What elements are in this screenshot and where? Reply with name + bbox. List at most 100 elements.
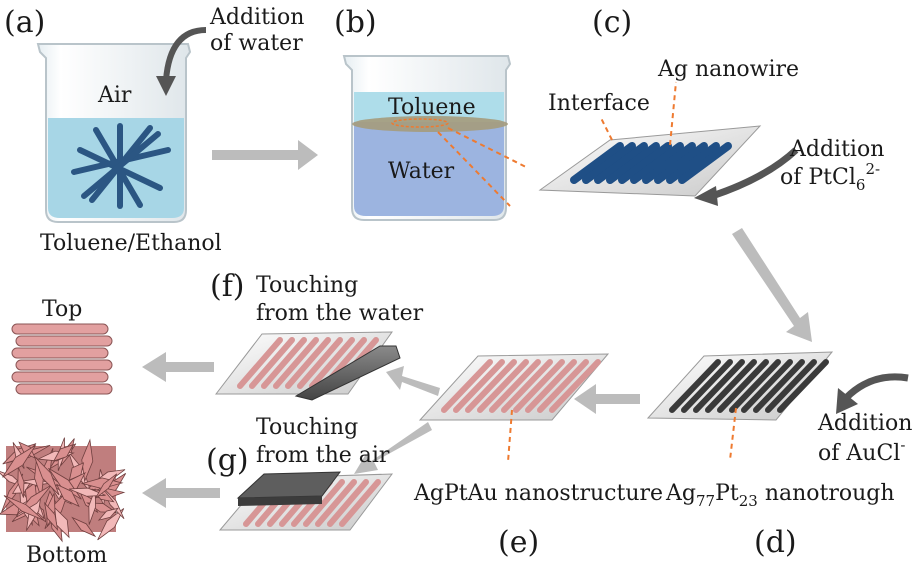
nanotrough-array: [669, 359, 829, 413]
addition-pt-sup: 2-: [865, 160, 880, 178]
agptau-wire: [501, 359, 553, 413]
interface-disk: [352, 116, 508, 132]
top-label: Top: [42, 297, 82, 322]
agptau-wire: [441, 359, 493, 413]
spike: [56, 483, 80, 508]
beaker-b: [342, 55, 512, 221]
curved-arrow-head: [694, 186, 718, 206]
top-wire: [11, 371, 109, 383]
agptau-wire: [303, 479, 345, 527]
spike: [71, 516, 97, 538]
stamp-block-icon: [294, 345, 401, 401]
nanotrough-wire: [717, 359, 769, 413]
nanotrough-suffix: nanotrough: [758, 481, 895, 506]
nanotrough-wire: [741, 359, 793, 413]
nanotrough-wire: [753, 359, 805, 413]
dashed-pointer-icon: [669, 81, 677, 146]
flow-arrow-icon: [732, 228, 812, 342]
ag-nanowire: [606, 142, 660, 184]
nanotrough-pt: Pt: [715, 481, 739, 506]
curved-arrow-icon: [710, 147, 799, 200]
spike: [68, 487, 106, 497]
curved-arrow-icon: [843, 373, 909, 401]
agptau-wire: [465, 359, 517, 413]
spike: [33, 456, 60, 496]
beaker-a: [36, 43, 192, 223]
nanotrough-wire: [693, 359, 745, 413]
touch-water-line2: from the water: [256, 301, 424, 326]
top-wire: [11, 347, 109, 359]
bottom-label: Bottom: [26, 543, 107, 568]
panel-f-label: (f): [210, 269, 245, 304]
spike: [44, 501, 59, 532]
agptau-array-f: [237, 337, 379, 389]
agptau-wire: [285, 337, 331, 389]
spike: [53, 444, 74, 462]
spiky-nanostructure-icon: [0, 437, 127, 543]
agptau-wire: [339, 479, 381, 527]
nanotrough-wire: [765, 359, 817, 413]
flow-arrow-icon: [142, 352, 214, 382]
agptau-wire: [513, 359, 565, 413]
top-wire: [15, 335, 113, 347]
stamp-block-icon: [236, 471, 342, 499]
nanotrough-wire: [705, 359, 757, 413]
water-layer: [354, 122, 504, 216]
nanotrough-wire: [681, 359, 733, 413]
agptau-wire: [237, 337, 283, 389]
agptau-wire: [327, 479, 369, 527]
agptau-label: AgPtAu nanostructure: [413, 481, 663, 506]
ag-nanowire: [594, 142, 648, 184]
ag-nanowire: [642, 142, 696, 184]
addition-pt-line1: Addition: [789, 137, 884, 162]
ag-nanowire: [654, 142, 708, 184]
curved-arrow-head: [156, 76, 176, 96]
agptau-wire: [549, 359, 601, 413]
ag-nanowire: [678, 142, 732, 184]
ag-nanowire: [582, 142, 636, 184]
panel-g-label: (g): [206, 443, 249, 478]
toluene-label: Toluene: [388, 95, 476, 120]
touch-air-line1: Touching: [256, 415, 358, 440]
dashed-pointer-icon: [447, 127, 529, 169]
spike: [97, 507, 120, 521]
ag-nanowire-array: [570, 142, 732, 184]
flow-arrow-icon: [212, 140, 318, 170]
spike: [97, 508, 125, 541]
spike: [95, 473, 118, 499]
ag-nanowire: [618, 142, 672, 184]
agptau-wire: [477, 359, 529, 413]
dashed-pointer-icon: [599, 115, 613, 141]
panel-b-label: (b): [334, 5, 377, 40]
addition-water-line1: Addition: [209, 5, 304, 30]
addition-au-sup: -: [900, 436, 905, 454]
toluene-ethanol-label: Toluene/Ethanol: [40, 231, 222, 256]
spike: [2, 445, 36, 478]
addition-au-line1: Addition: [817, 411, 912, 436]
flow-arrow-icon: [574, 384, 640, 414]
spike: [34, 457, 44, 498]
flow-arrow-icon: [354, 422, 432, 474]
curved-arrow-icon: [163, 27, 207, 81]
ag-nanowire-label: Ag nanowire: [657, 57, 799, 82]
agptau-wire: [525, 359, 577, 413]
touch-air-line2: from the air: [256, 443, 390, 468]
nanotrough-ag: Ag: [665, 481, 696, 506]
interface-highlight: [391, 118, 449, 128]
top-wire-stack: [11, 323, 113, 395]
ag-nanowire: [666, 142, 720, 184]
spike: [88, 488, 96, 525]
agptau-wire: [537, 359, 589, 413]
spike: [3, 495, 45, 521]
water-label: Water: [388, 159, 455, 184]
top-wire: [15, 383, 113, 395]
touch-water-line1: Touching: [256, 273, 358, 298]
nanotrough-sub2: 23: [739, 492, 758, 510]
agptau-wire: [315, 479, 357, 527]
curved-arrow-head: [836, 388, 858, 414]
agptau-wire: [297, 337, 343, 389]
agptau-array-e: [441, 359, 601, 413]
nanotrough-wire: [777, 359, 829, 413]
addition-pt-prefix: of PtCl: [780, 165, 856, 190]
panel-a-label: (a): [4, 5, 45, 40]
